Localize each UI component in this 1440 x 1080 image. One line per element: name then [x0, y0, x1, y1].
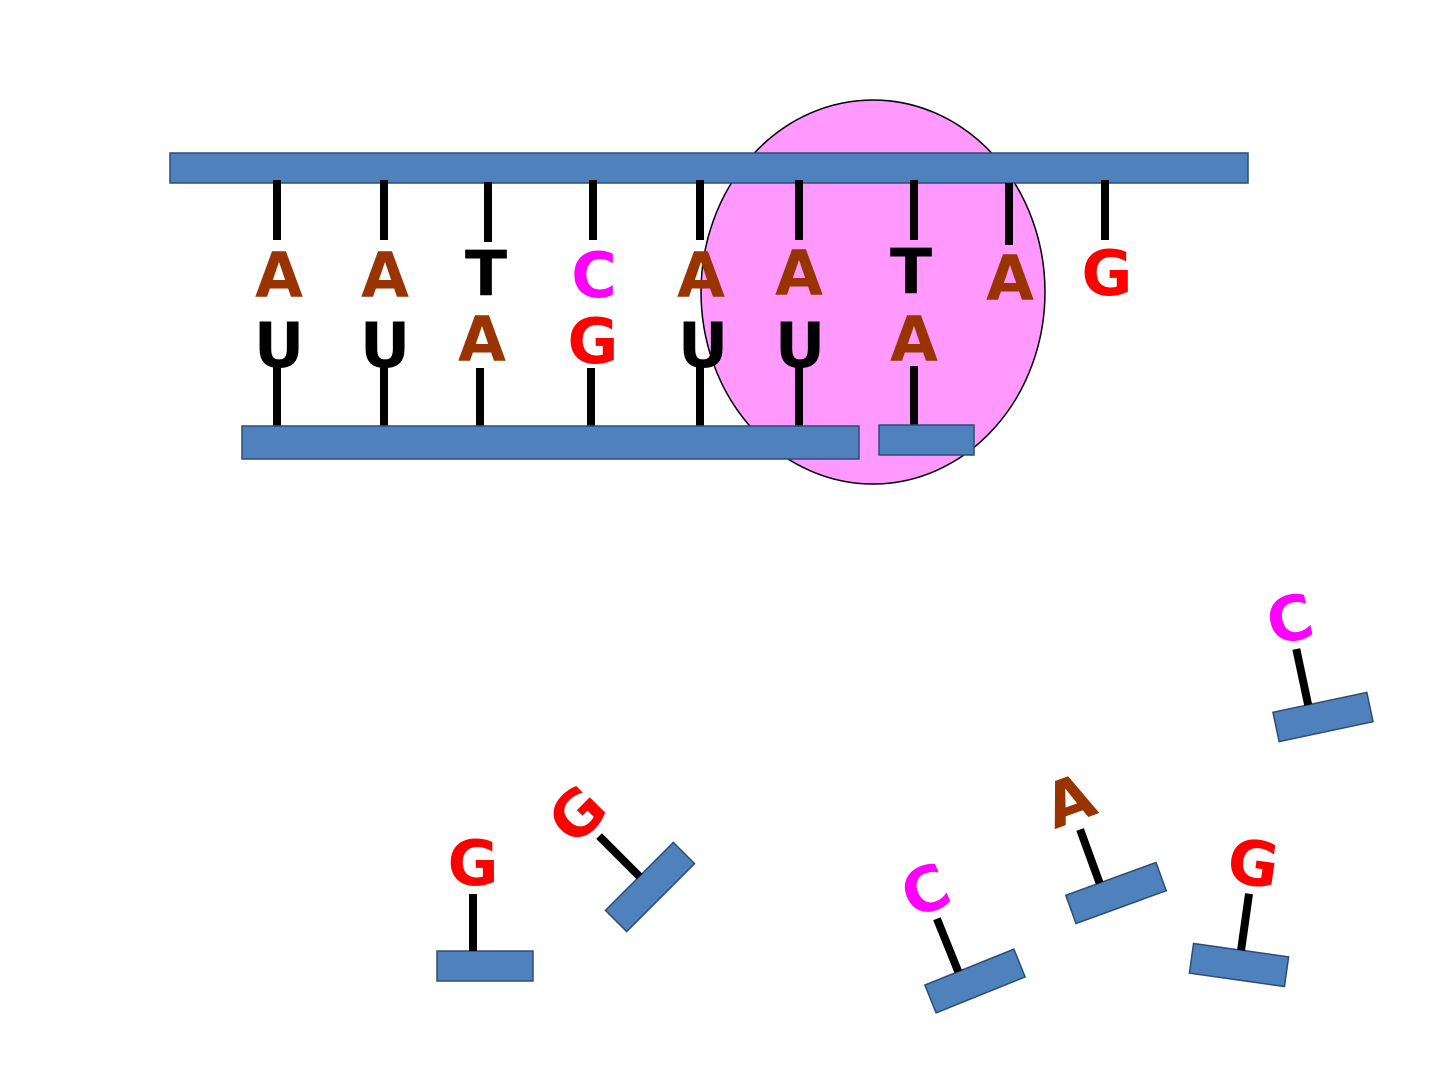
nucleotide-sugar-block — [436, 950, 534, 982]
nucleotide-stick — [1076, 828, 1104, 885]
dna-template-backbone — [169, 152, 1249, 184]
dna-base-3: T — [465, 237, 507, 310]
nucleotide-stick — [933, 917, 962, 974]
free-nucleotide-a: A — [1035, 758, 1168, 925]
dna-base-9: G — [1082, 237, 1133, 310]
dna-base-letters: A A T C A A T A G — [255, 235, 1132, 315]
nucleotide-sugar-block — [1064, 861, 1168, 925]
nucleotide-stick — [1292, 648, 1313, 706]
dna-base-4: C — [571, 239, 617, 312]
free-nucleotide-c-1: C — [891, 848, 1027, 1014]
nucleotide-sugar-block — [923, 948, 1027, 1014]
free-nucleotide-g-2: G — [534, 771, 696, 933]
nucleotide-base: G — [448, 827, 499, 900]
rna-base-3: A — [458, 303, 506, 376]
rna-base-7: A — [890, 303, 938, 376]
rna-base-sticks — [273, 366, 918, 430]
free-nucleotide-c-2: C — [1260, 579, 1374, 743]
dna-base-7: T — [890, 235, 932, 308]
nucleotide-stick — [1237, 893, 1253, 951]
nucleotide-sugar-block — [1188, 942, 1290, 988]
dna-base-2: A — [361, 239, 409, 312]
nucleotide-base: C — [1260, 579, 1320, 660]
free-nucleotide-g-1: G — [436, 827, 534, 982]
rna-polymerase — [700, 99, 1046, 485]
dna-base-6: A — [775, 237, 823, 310]
rna-incoming-nucleotide-backbone — [878, 424, 975, 456]
free-nucleotide-g-3: G — [1188, 824, 1290, 988]
dna-base-5: A — [677, 239, 725, 312]
nucleotide-base: G — [1223, 824, 1284, 903]
dna-base-sticks — [273, 180, 1109, 245]
nucleotide-base: C — [891, 848, 961, 933]
nucleotide-base: A — [1035, 758, 1105, 843]
nucleotide-stick — [596, 833, 643, 880]
dna-base-8: A — [986, 242, 1034, 315]
dna-base-1: A — [255, 239, 303, 312]
nucleotide-sugar-block — [1272, 691, 1374, 743]
rna-transcript-backbone — [241, 425, 860, 460]
rna-base-4: G — [568, 305, 619, 378]
